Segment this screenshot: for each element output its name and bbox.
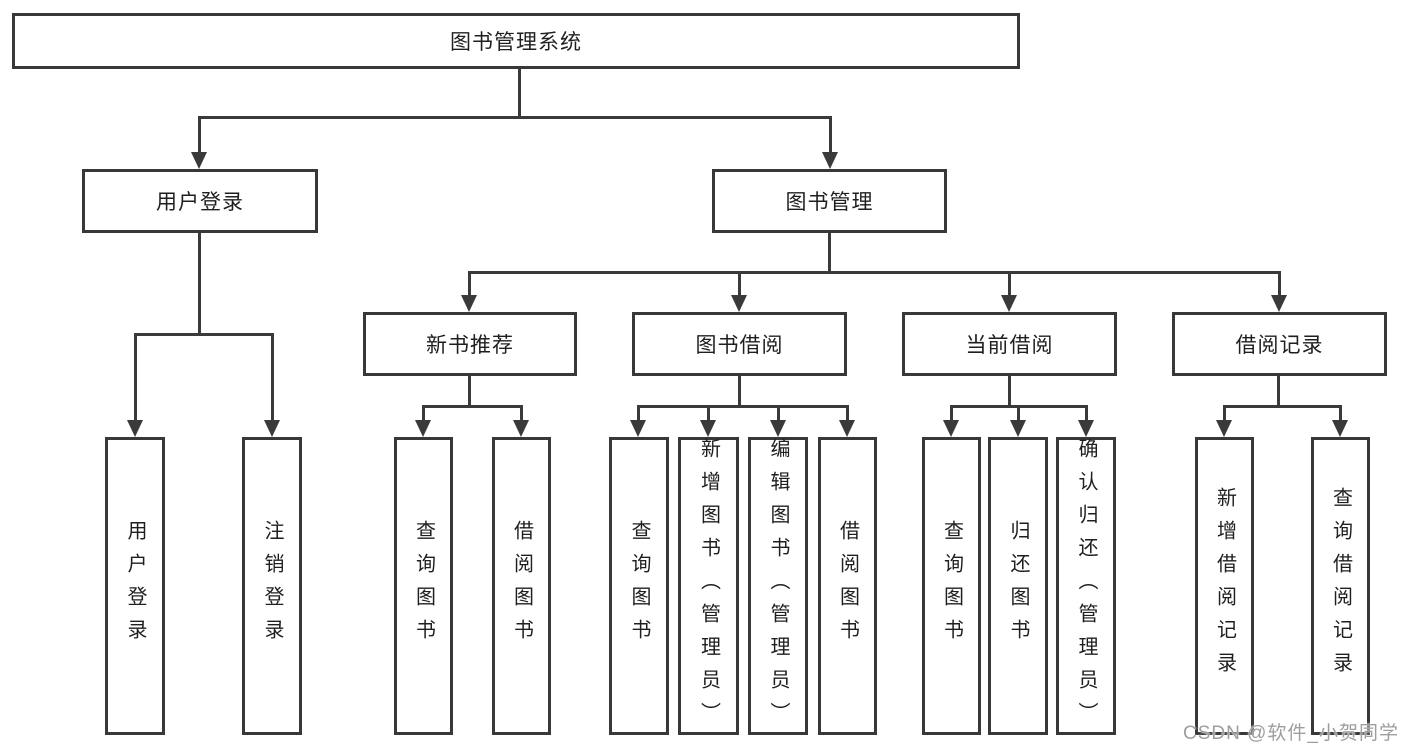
leaf-query-books-recommend: 查询图书 [394,437,453,735]
connector-line [738,271,741,297]
leaf-label: 借阅图书 [510,520,533,652]
connector-line [520,405,523,422]
connector-line [422,405,523,408]
leaf-query-borrow-record: 查询借阅记录 [1311,437,1370,735]
connector-line [198,116,832,119]
leaf-return-books: 归还图书 [988,437,1048,735]
node-label: 当前借阅 [965,334,1054,357]
connector-line [1277,376,1280,407]
node-current-borrowing: 当前借阅 [902,312,1117,376]
node-label: 用户登录 [156,191,244,214]
connector-line [198,116,201,153]
leaf-edit-books-admin: 编辑图书（管理员） [748,437,808,735]
leaf-add-books-admin: 新增图书（管理员） [678,437,739,735]
node-label: 图书管理系统 [450,31,582,54]
leaf-label: 编辑图书（管理员） [767,437,789,735]
node-user-login: 用户登录 [82,169,318,233]
connector-line [828,233,831,273]
arrowhead-icon [191,152,207,169]
leaf-label: 新增图书（管理员） [697,437,720,735]
node-label: 图书借阅 [695,334,784,357]
connector-line [134,333,274,336]
leaf-add-borrow-record: 新增借阅记录 [1195,437,1254,735]
node-new-book-recommendation: 新书推荐 [363,312,577,376]
arrowhead-icon [1216,420,1232,437]
connector-line [1085,405,1088,422]
node-label: 新书推荐 [426,334,514,357]
connector-line [1008,376,1011,407]
arrowhead-icon [1001,295,1017,312]
connector-line [637,405,640,422]
arrowhead-icon [415,420,431,437]
connector-line [518,69,521,118]
node-label: 图书管理 [785,191,874,214]
connector-line [829,116,832,153]
arrowhead-icon [1010,420,1026,437]
connector-line [468,271,1281,274]
leaf-label: 借阅图书 [836,520,859,652]
arrowhead-icon [822,152,838,169]
leaf-query-books-borrowing: 查询图书 [609,437,669,735]
connector-line [1223,405,1342,408]
connector-line [738,376,741,407]
connector-line [637,405,849,408]
arrowhead-icon [731,295,747,312]
leaf-label: 归还图书 [1007,520,1029,652]
leaf-label: 注销登录 [261,520,283,652]
connector-line [1339,405,1342,422]
leaf-label: 查询图书 [628,520,650,652]
arrowhead-icon [1271,295,1287,312]
connector-line [1008,271,1011,297]
node-label: 借阅记录 [1235,334,1324,357]
connector-line [422,405,425,422]
node-book-borrowing: 图书借阅 [632,312,847,376]
connector-line [198,233,201,335]
leaf-label: 查询借阅记录 [1329,487,1352,685]
leaf-label: 确认归还（管理员） [1075,437,1097,735]
connector-line [468,376,471,407]
leaf-user-login: 用户登录 [105,437,165,735]
connector-line [1223,405,1226,422]
node-book-management: 图书管理 [712,169,947,233]
node-borrowing-records: 借阅记录 [1172,312,1387,376]
arrowhead-icon [700,420,716,437]
arrowhead-icon [1332,420,1348,437]
connector-line [846,405,849,422]
arrowhead-icon [770,420,786,437]
arrowhead-icon [461,295,477,312]
leaf-logout: 注销登录 [242,437,302,735]
connector-line [707,405,710,422]
leaf-label: 用户登录 [124,520,146,652]
leaf-query-books-current: 查询图书 [922,437,981,735]
connector-line [134,333,137,421]
node-library-management-system: 图书管理系统 [12,13,1020,69]
csdn-watermark: CSDN @软件_小贺同学 [1183,723,1399,744]
leaf-label: 新增借阅记录 [1213,487,1236,685]
leaf-borrow-books-recommend: 借阅图书 [492,437,551,735]
arrowhead-icon [1078,420,1094,437]
connector-line [777,405,780,422]
connector-line [1017,405,1020,422]
connector-line [950,405,953,422]
arrowhead-icon [839,420,855,437]
arrowhead-icon [264,420,280,437]
leaf-confirm-return-admin: 确认归还（管理员） [1056,437,1116,735]
connector-line [1278,271,1281,297]
arrowhead-icon [513,420,529,437]
arrowhead-icon [943,420,959,437]
arrowhead-icon [630,420,646,437]
connector-line [271,333,274,421]
leaf-borrow-books: 借阅图书 [818,437,877,735]
leaf-label: 查询图书 [940,520,963,652]
leaf-label: 查询图书 [412,520,435,652]
arrowhead-icon [127,420,143,437]
connector-line [468,271,471,297]
